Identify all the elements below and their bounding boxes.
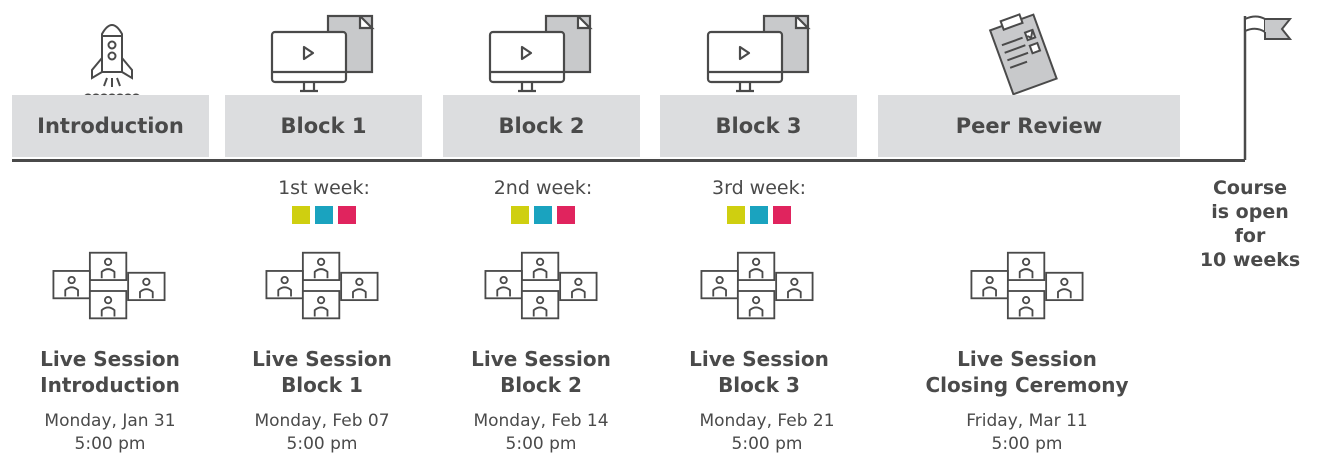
video-conference-icon bbox=[44, 250, 174, 332]
week-colors-2 bbox=[463, 206, 623, 224]
session-date-line: Monday, Feb 14 bbox=[473, 411, 609, 431]
week-label-1: 1st week: bbox=[278, 177, 370, 199]
session-date-line: Monday, Feb 07 bbox=[254, 411, 390, 431]
session-title-line: Live Session bbox=[40, 347, 180, 371]
session-time-line: 5:00 pm bbox=[286, 434, 358, 454]
timeline-line bbox=[12, 159, 1245, 162]
session-title-line: Introduction bbox=[40, 373, 180, 397]
stage-block-2: Block 2 bbox=[443, 95, 640, 157]
monitor-video-icon bbox=[704, 12, 824, 102]
session-title-block-2: Live Session Block 2 bbox=[421, 346, 661, 398]
week-colors-1 bbox=[244, 206, 404, 224]
session-title-line: Live Session bbox=[252, 347, 392, 371]
week-colors-3 bbox=[679, 206, 839, 224]
monitor-video-icon bbox=[268, 12, 388, 102]
session-time-line: 5:00 pm bbox=[991, 434, 1063, 454]
session-title-closing: Live Session Closing Ceremony bbox=[907, 346, 1147, 398]
session-title-line: Live Session bbox=[689, 347, 829, 371]
session-title-line: Live Session bbox=[957, 347, 1097, 371]
video-conference-icon bbox=[476, 250, 606, 332]
session-date-block-3: Monday, Feb 21 5:00 pm bbox=[647, 410, 887, 456]
session-date-block-1: Monday, Feb 07 5:00 pm bbox=[202, 410, 442, 456]
course-note-line: is open bbox=[1211, 201, 1289, 223]
teal-swatch bbox=[315, 206, 333, 224]
session-date-line: Monday, Jan 31 bbox=[44, 411, 176, 431]
pink-swatch bbox=[338, 206, 356, 224]
yellow-swatch bbox=[511, 206, 529, 224]
session-title-line: Live Session bbox=[471, 347, 611, 371]
session-title-introduction: Live Session Introduction bbox=[0, 346, 230, 398]
session-title-line: Block 2 bbox=[500, 373, 582, 397]
video-conference-icon bbox=[257, 250, 387, 332]
pink-swatch bbox=[773, 206, 791, 224]
session-title-block-1: Live Session Block 1 bbox=[202, 346, 442, 398]
session-title-line: Closing Ceremony bbox=[925, 373, 1129, 397]
session-date-closing: Friday, Mar 11 5:00 pm bbox=[907, 410, 1147, 456]
session-date-line: Monday, Feb 21 bbox=[699, 411, 835, 431]
session-title-line: Block 1 bbox=[281, 373, 363, 397]
session-time-line: 5:00 pm bbox=[74, 434, 146, 454]
week-label-3: 3rd week: bbox=[712, 177, 806, 199]
monitor-video-icon bbox=[486, 12, 606, 102]
stage-block-1: Block 1 bbox=[225, 95, 422, 157]
clipboard-checklist-icon bbox=[988, 13, 1058, 96]
session-date-introduction: Monday, Jan 31 5:00 pm bbox=[0, 410, 230, 456]
yellow-swatch bbox=[292, 206, 310, 224]
video-conference-icon bbox=[692, 250, 822, 332]
session-title-block-3: Live Session Block 3 bbox=[639, 346, 879, 398]
teal-swatch bbox=[534, 206, 552, 224]
flag-icon bbox=[1243, 15, 1293, 160]
session-title-line: Block 3 bbox=[718, 373, 800, 397]
session-date-block-2: Monday, Feb 14 5:00 pm bbox=[421, 410, 661, 456]
week-label-2: 2nd week: bbox=[493, 177, 593, 199]
rocket-icon bbox=[83, 24, 141, 99]
stage-block-3: Block 3 bbox=[660, 95, 857, 157]
pink-swatch bbox=[557, 206, 575, 224]
stage-introduction: Introduction bbox=[12, 95, 209, 157]
session-date-line: Friday, Mar 11 bbox=[966, 411, 1088, 431]
course-note-line: Course bbox=[1212, 177, 1288, 199]
course-note-line: 10 weeks bbox=[1199, 249, 1301, 271]
course-note-line: for bbox=[1234, 225, 1266, 247]
yellow-swatch bbox=[727, 206, 745, 224]
session-time-line: 5:00 pm bbox=[731, 434, 803, 454]
video-conference-icon bbox=[962, 250, 1092, 332]
course-duration-note: Course is open for 10 weeks bbox=[1180, 176, 1319, 272]
session-time-line: 5:00 pm bbox=[505, 434, 577, 454]
stage-peer-review: Peer Review bbox=[878, 95, 1180, 157]
teal-swatch bbox=[750, 206, 768, 224]
